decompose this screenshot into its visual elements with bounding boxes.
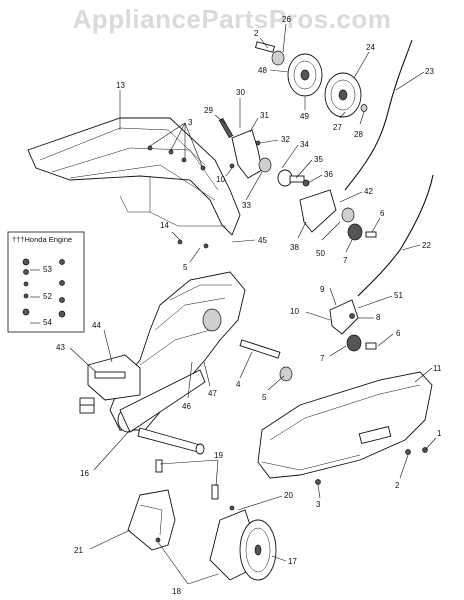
callout-label: 33 bbox=[242, 201, 251, 210]
idler-shaft bbox=[239, 339, 293, 382]
control-lever-assembly bbox=[299, 189, 377, 241]
inset-label: 54 bbox=[43, 318, 52, 327]
callout-label: 34 bbox=[300, 140, 309, 149]
callout-label: 5 bbox=[262, 393, 267, 402]
callout-label: 26 bbox=[282, 15, 291, 24]
callout-label: 3 bbox=[316, 500, 321, 509]
callout-label: 46 bbox=[182, 402, 191, 411]
callout-label: 3 bbox=[188, 118, 193, 127]
lower-lever-assembly bbox=[329, 299, 377, 352]
callout-label: 8 bbox=[376, 313, 381, 322]
tine-wheel bbox=[209, 505, 277, 581]
callout-label: 19 bbox=[214, 451, 223, 460]
cable-23 bbox=[344, 39, 413, 191]
callout-label: 44 bbox=[92, 321, 101, 330]
callout-label: 38 bbox=[290, 243, 299, 252]
shield-screws bbox=[147, 145, 209, 249]
callout-label: 35 bbox=[314, 155, 323, 164]
callout-label: 47 bbox=[208, 389, 217, 398]
cable-22 bbox=[357, 174, 434, 297]
callout-label: 16 bbox=[80, 469, 89, 478]
callout-label: 31 bbox=[260, 111, 269, 120]
pulley-assembly bbox=[254, 41, 368, 118]
inset-label: 53 bbox=[43, 265, 52, 274]
callout-label: 36 bbox=[324, 170, 333, 179]
main-frame bbox=[109, 271, 246, 433]
callout-label: 7 bbox=[343, 256, 348, 265]
callout-label: 6 bbox=[396, 329, 401, 338]
callout-label: 11 bbox=[433, 364, 442, 373]
callout-label: 48 bbox=[258, 66, 267, 75]
callout-label: 6 bbox=[380, 209, 385, 218]
callout-label: 49 bbox=[300, 112, 309, 121]
callout-label: 32 bbox=[281, 135, 290, 144]
callout-label: 7 bbox=[320, 354, 325, 363]
callout-label: 30 bbox=[236, 88, 245, 97]
callout-label: 20 bbox=[284, 491, 293, 500]
callout-label: 51 bbox=[394, 291, 403, 300]
callout-label: 10 bbox=[216, 175, 225, 184]
inset-label: 52 bbox=[43, 292, 52, 301]
rear-shield-part bbox=[27, 117, 241, 236]
callout-label: 29 bbox=[204, 106, 213, 115]
callout-label: 2 bbox=[254, 29, 259, 38]
callout-label: 21 bbox=[74, 546, 83, 555]
callout-label: 17 bbox=[288, 557, 297, 566]
watermark-text: AppliancePartsPros.com bbox=[73, 4, 392, 34]
callout-label: 13 bbox=[116, 81, 125, 90]
callout-label: 5 bbox=[183, 263, 188, 272]
callout-label: 22 bbox=[422, 241, 431, 250]
callout-label: 18 bbox=[172, 587, 181, 596]
callout-label: 50 bbox=[316, 249, 325, 258]
callout-label: 2 bbox=[395, 481, 400, 490]
pins bbox=[155, 459, 219, 500]
callout-label: 23 bbox=[425, 67, 434, 76]
callout-label: 42 bbox=[364, 187, 373, 196]
callouts: 2 26 24 48 49 27 28 23 13 3 29 30 31 32 … bbox=[56, 15, 442, 596]
callout-label: 27 bbox=[333, 123, 342, 132]
shift-bracket-assembly bbox=[218, 117, 310, 187]
honda-engine-inset: †††Honda Engine 53 52 54 bbox=[7, 231, 85, 333]
callout-label: 14 bbox=[160, 221, 169, 230]
axle-shaft bbox=[137, 427, 205, 455]
tine-assembly bbox=[127, 489, 176, 551]
callout-label: 24 bbox=[366, 43, 375, 52]
belt-cover bbox=[257, 371, 433, 485]
inset-title: †††Honda Engine bbox=[12, 235, 72, 244]
callout-label: 43 bbox=[56, 343, 65, 352]
callout-label: 1 bbox=[437, 429, 442, 438]
callout-label: 28 bbox=[354, 130, 363, 139]
callout-label: 45 bbox=[258, 236, 267, 245]
callout-label: 4 bbox=[236, 380, 241, 389]
callout-label: 9 bbox=[320, 285, 325, 294]
handle-bracket bbox=[79, 354, 141, 414]
callout-label: 10 bbox=[290, 307, 299, 316]
